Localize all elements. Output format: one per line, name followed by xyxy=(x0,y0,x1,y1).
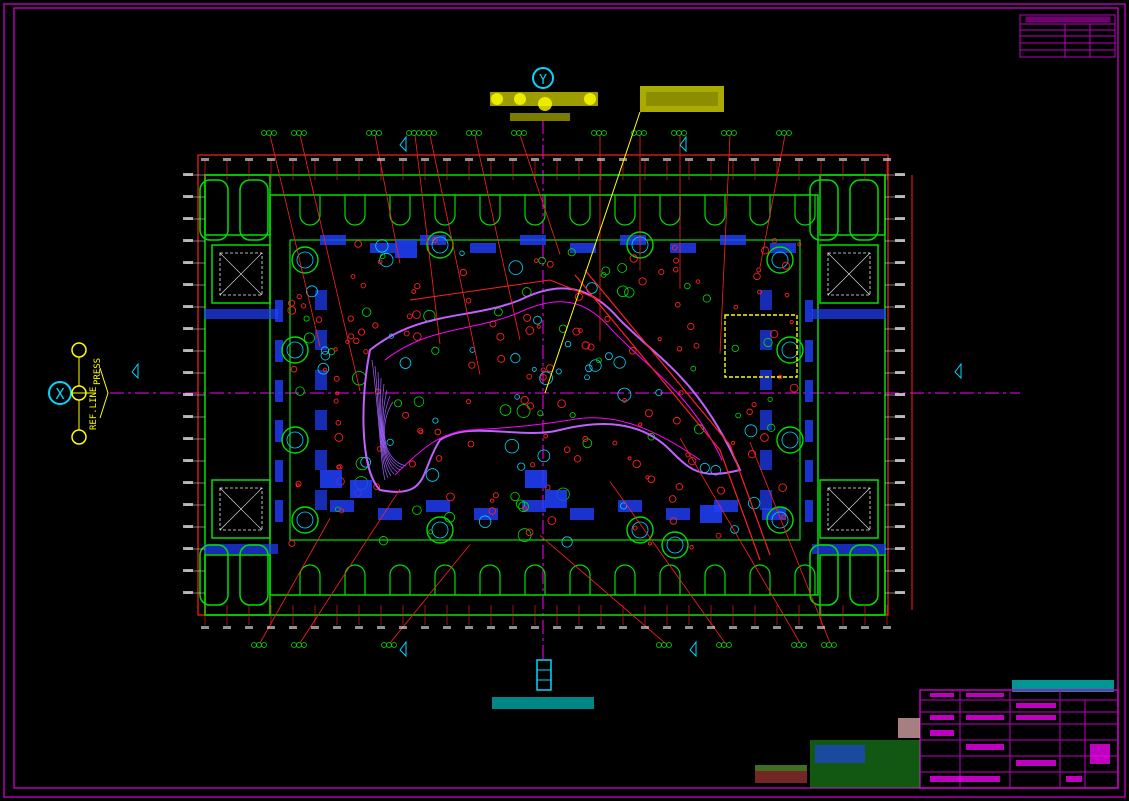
sheet-frame xyxy=(3,3,1126,798)
x-datum-marker: X REF.LINE PRESS xyxy=(48,342,109,445)
press-label: PRESS xyxy=(93,358,103,385)
die-plan-view xyxy=(110,120,1020,660)
revision-table xyxy=(1019,14,1116,58)
y-datum-marker: Y xyxy=(490,67,724,394)
ref-line-label: REF.LINE xyxy=(89,387,99,430)
bottom-datum-marker xyxy=(492,659,594,709)
y-datum-label: Y xyxy=(539,73,547,88)
x-datum-label: X xyxy=(55,385,64,403)
title-block xyxy=(755,680,1119,789)
